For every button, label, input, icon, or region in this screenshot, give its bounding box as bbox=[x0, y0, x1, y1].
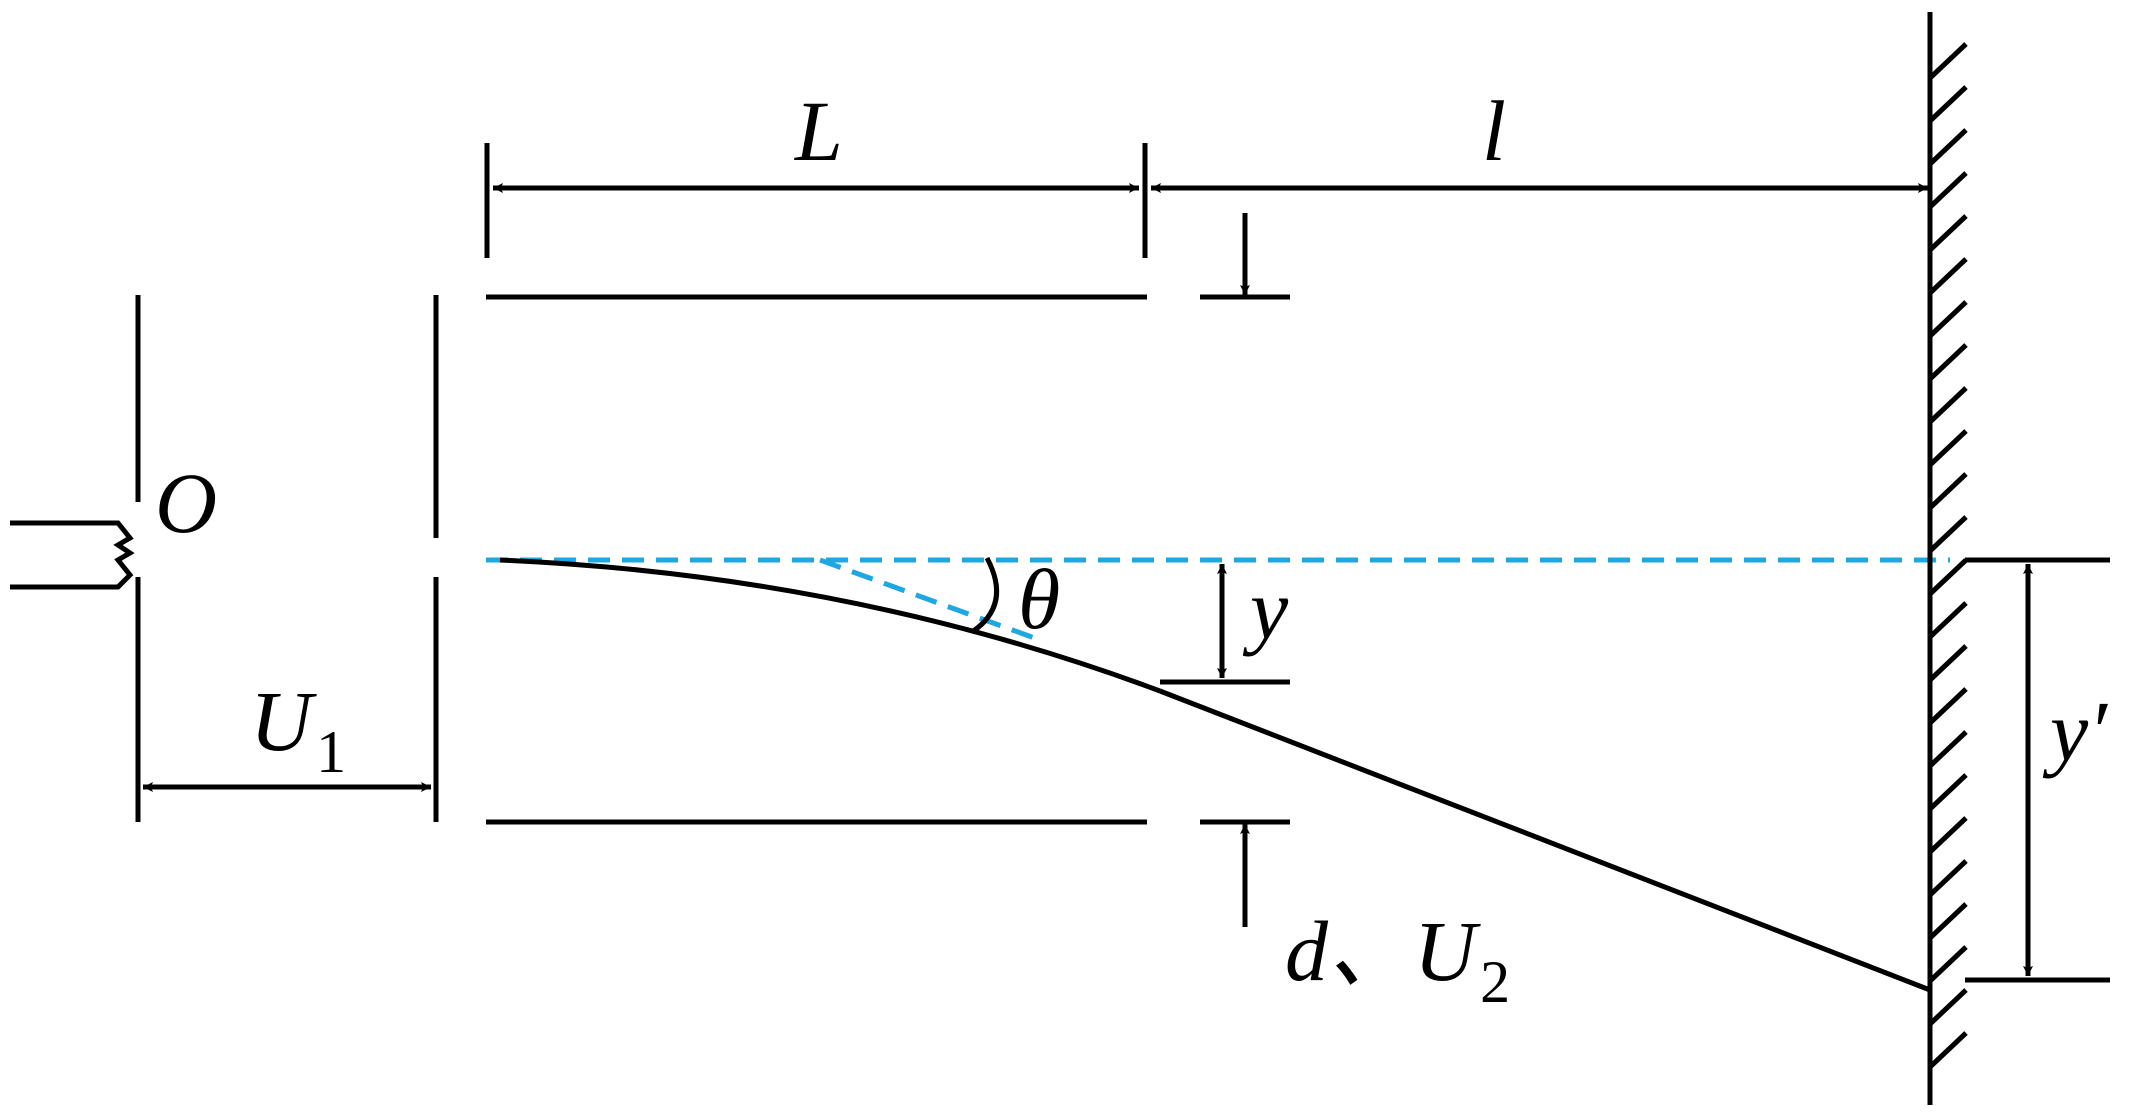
label-plate-length: L bbox=[793, 83, 843, 179]
label-screen-deflection: y′ bbox=[2042, 683, 2108, 779]
hatch-mark bbox=[1928, 558, 1968, 596]
label-plate-params: d、U2 bbox=[1285, 903, 1510, 1015]
hatch-mark bbox=[1928, 902, 1968, 940]
plate-gap-indicator bbox=[1200, 213, 1290, 927]
deflection-y-dimension bbox=[1160, 564, 1290, 685]
hatch-mark bbox=[1928, 386, 1968, 424]
hatch-mark bbox=[1928, 42, 1968, 80]
hatch-mark bbox=[1928, 343, 1968, 381]
screen bbox=[1927, 12, 1968, 1105]
deflection-plates bbox=[486, 294, 1147, 825]
screen-hatching bbox=[1928, 42, 1968, 1069]
hatch-mark bbox=[1928, 859, 1968, 897]
hatch-mark bbox=[1928, 988, 1968, 1026]
hatch-mark bbox=[1928, 601, 1968, 639]
length-dimensions bbox=[484, 143, 1928, 258]
tangent-extension-line bbox=[819, 557, 1041, 643]
trajectory-straight bbox=[1159, 688, 1931, 993]
hatch-mark bbox=[1928, 945, 1968, 983]
hatch-mark bbox=[1928, 214, 1968, 252]
hatch-mark bbox=[1928, 128, 1968, 166]
hatch-mark bbox=[1928, 85, 1968, 123]
hatch-mark bbox=[1928, 816, 1968, 854]
label-source-o: O bbox=[155, 455, 217, 551]
electron-trajectory bbox=[499, 557, 1931, 993]
hatch-mark bbox=[1928, 730, 1968, 768]
label-deflection-y: y bbox=[1242, 561, 1289, 657]
hatch-mark bbox=[1928, 773, 1968, 811]
accelerating-electrodes bbox=[135, 295, 439, 822]
hatch-mark bbox=[1928, 1031, 1968, 1069]
hatch-mark bbox=[1928, 515, 1968, 553]
hatch-mark bbox=[1928, 687, 1968, 725]
hatch-mark bbox=[1928, 472, 1968, 510]
trajectory-curve bbox=[499, 557, 1161, 694]
label-drift-length: l bbox=[1482, 83, 1506, 179]
hatch-mark bbox=[1928, 644, 1968, 682]
deflection-y-prime-dimension bbox=[1965, 557, 2110, 983]
hatch-mark bbox=[1928, 257, 1968, 295]
angle-arc bbox=[970, 556, 1000, 635]
electron-source bbox=[10, 520, 135, 590]
hatch-mark bbox=[1928, 171, 1968, 209]
label-angle-theta: θ bbox=[1018, 551, 1060, 647]
hatch-mark bbox=[1928, 300, 1968, 338]
label-accel-voltage: U1 bbox=[250, 673, 346, 785]
hatch-mark bbox=[1928, 429, 1968, 467]
